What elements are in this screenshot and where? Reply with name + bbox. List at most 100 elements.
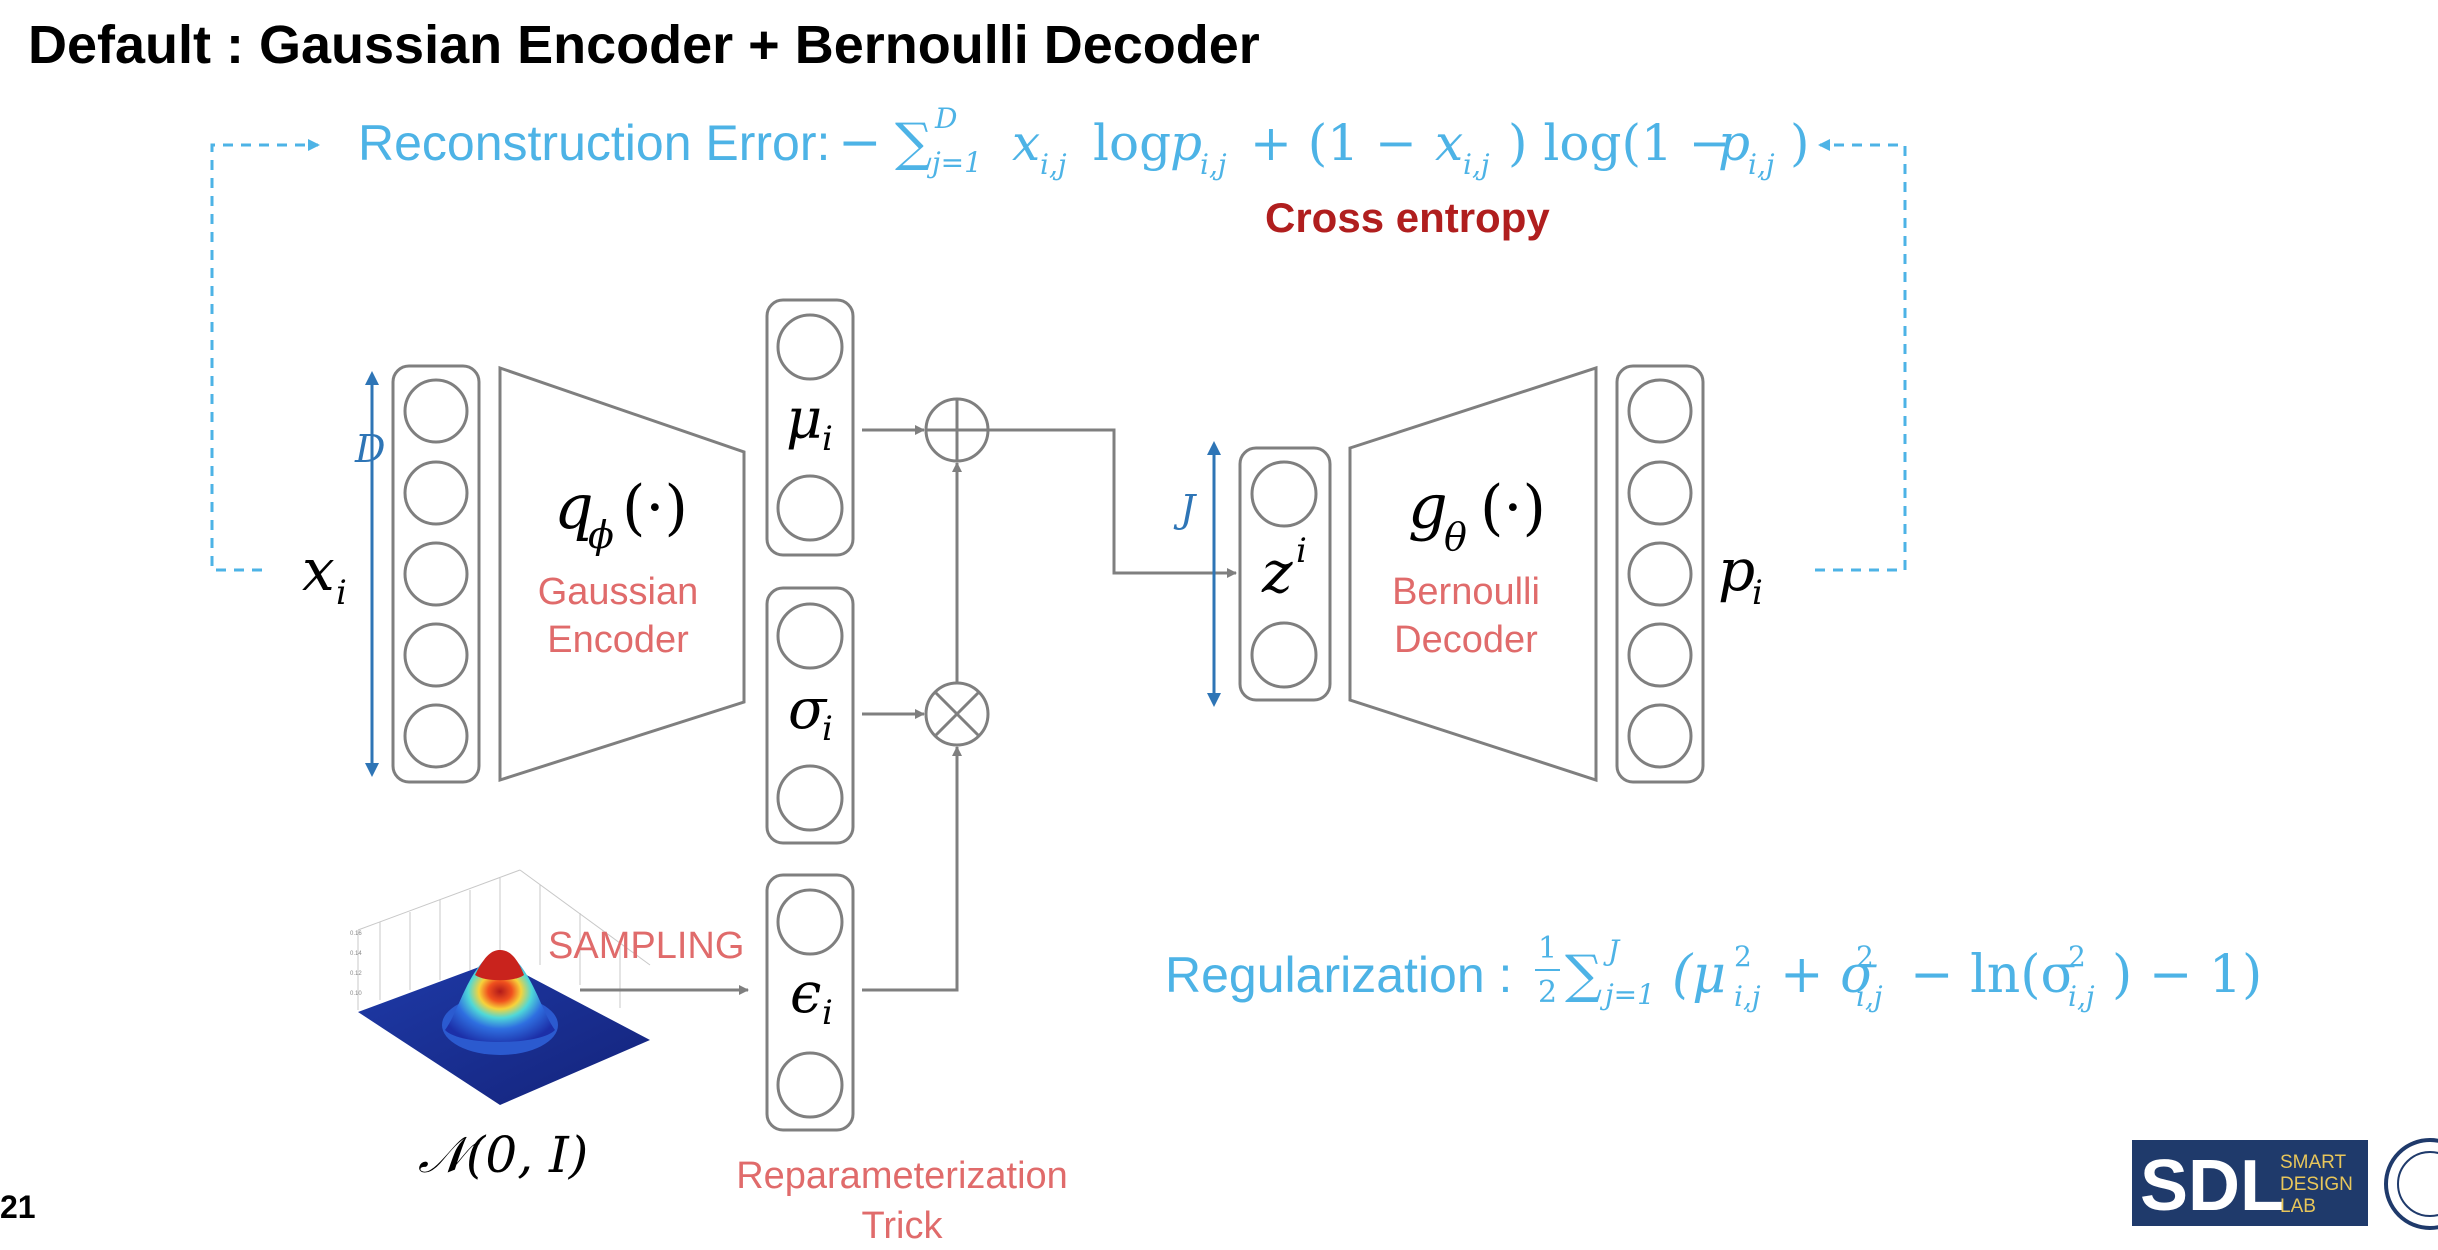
reg-term-c-sub: i,j: [2068, 980, 2095, 1013]
term-log: log: [1093, 114, 1171, 172]
encoder-trapezoid: [498, 365, 746, 783]
decoder-symbol-sub: θ: [1444, 515, 1467, 559]
sigma-symbol-sub: i: [822, 709, 833, 749]
output-node: [1627, 378, 1693, 444]
latent-column: [1238, 446, 1332, 702]
reg-term-b-sup: 2: [1856, 940, 1874, 973]
sum-symbol: ∑: [895, 113, 932, 173]
regularization-label: Regularization :: [1165, 947, 1512, 1003]
term-p2-sub: i,j: [1748, 148, 1775, 181]
reconstruction-label: Reconstruction Error:: [358, 115, 830, 171]
epsilon-symbol-sub: i: [822, 993, 833, 1033]
encoder-name-line1: Gaussian: [538, 571, 699, 613]
minus-sign: −: [838, 113, 882, 173]
term-log2: ) log(1 −: [1508, 114, 1731, 172]
sdl-logo: SDL SMART DESIGN LAB: [2132, 1138, 2438, 1230]
decoder-name-line1: Bernoulli: [1392, 571, 1540, 613]
reconstruction-error: Reconstruction Error: − ∑ D j=1 x i,j lo…: [358, 102, 1810, 181]
term-close: ): [1790, 114, 1810, 172]
reg-term-a-sup: 2: [1734, 940, 1752, 973]
output-column: [1615, 364, 1705, 784]
input-dim-label: D: [354, 427, 385, 471]
sigma-column: [765, 586, 855, 845]
reg-sum: ∑: [1565, 945, 1602, 1005]
mu-symbol-sub: i: [822, 419, 833, 459]
svg-text:0.12: 0.12: [350, 971, 362, 977]
plus-operator: [924, 397, 990, 463]
output-symbol: p: [1718, 536, 1755, 604]
reg-term-b-sub: i,j: [1856, 980, 1883, 1013]
reg-term-d: ) − 1): [2112, 945, 2262, 1005]
epsilon-symbol: ϵ: [790, 961, 821, 1026]
term-plus: + (1 −: [1250, 114, 1417, 172]
encoder-name-line2: Encoder: [547, 619, 689, 661]
input-node: [403, 378, 469, 444]
sum-upper: D: [934, 102, 957, 135]
reg-term-a-sub: i,j: [1734, 980, 1761, 1013]
latent-dim-label: J: [1173, 487, 1197, 531]
input-node: [403, 703, 469, 769]
logo-line3: LAB: [2280, 1196, 2316, 1217]
term-x2-sub: i,j: [1463, 148, 1490, 181]
svg-text:0.10: 0.10: [350, 991, 362, 997]
gaussian-surface-plot: 0.16 0.14 0.12 0.10: [350, 869, 651, 1105]
input-column: [391, 364, 481, 784]
output-node: [1627, 622, 1693, 688]
decoder-trapezoid: [1348, 365, 1598, 783]
input-node: [403, 622, 469, 688]
input-node: [403, 541, 469, 607]
epsilon-column: [765, 873, 855, 1132]
reparam-line1: Reparameterization: [736, 1155, 1068, 1197]
reg-sum-lower: j=1: [1599, 978, 1655, 1011]
university-seal: [2384, 1138, 2438, 1230]
slide-title: Default : Gaussian Encoder + Bernoulli D…: [28, 15, 1260, 75]
encoder-symbol: q: [554, 470, 594, 543]
term-p: p: [1170, 114, 1202, 172]
input-node: [403, 460, 469, 526]
term-x2: x: [1435, 114, 1463, 172]
prior-label: 𝒩(0, I): [418, 1126, 588, 1184]
mu-column: [765, 298, 855, 557]
latent-symbol: z: [1261, 538, 1293, 606]
encoder-symbol-arg: (·): [622, 473, 688, 543]
input-symbol-sub: i: [336, 573, 347, 613]
sigma-symbol: σ: [788, 677, 828, 742]
svg-text:0.16: 0.16: [350, 931, 362, 937]
sum-lower: j=1: [926, 146, 982, 179]
decoder-symbol: g: [1408, 470, 1448, 543]
logo-line2: DESIGN: [2280, 1174, 2353, 1195]
reg-term-a: (μ: [1672, 945, 1726, 1005]
frac-den: 2: [1538, 975, 1557, 1010]
cross-entropy-note: Cross entropy: [1265, 194, 1550, 241]
output-node: [1627, 541, 1693, 607]
frac-num: 1: [1538, 931, 1557, 966]
term-x: x: [1012, 114, 1040, 172]
latent-symbol-sup: i: [1296, 531, 1307, 571]
reg-sum-upper: J: [1603, 934, 1621, 967]
logo-line1: SMART: [2280, 1152, 2347, 1173]
encoder-symbol-sub: ϕ: [588, 513, 614, 557]
output-node: [1627, 703, 1693, 769]
feedback-lines: [210, 139, 1907, 572]
mu-symbol: μ: [786, 387, 822, 452]
reg-term-c-sup: 2: [2068, 940, 2086, 973]
page-number: 21: [0, 1189, 36, 1225]
reg-term-c: − ln(σ: [1910, 945, 2076, 1005]
output-symbol-sub: i: [1752, 573, 1763, 613]
sampling-label: SAMPLING: [548, 925, 744, 967]
output-node: [1627, 460, 1693, 526]
term-x-sub: i,j: [1040, 148, 1067, 181]
decoder-name-line2: Decoder: [1394, 619, 1538, 661]
reparam-line2: Trick: [862, 1205, 944, 1247]
times-operator: [924, 681, 990, 747]
regularization-formula: Regularization : 1 2 ∑ J j=1 (μ 2 i,j + …: [1165, 931, 2262, 1013]
term-p2: p: [1718, 114, 1750, 172]
decoder-symbol-arg: (·): [1480, 473, 1546, 543]
reg-term-b: + σ: [1780, 945, 1877, 1005]
logo-mark: SDL: [2140, 1146, 2284, 1226]
connection-arrows: [862, 425, 1237, 992]
term-p-sub: i,j: [1200, 148, 1227, 181]
svg-text:0.14: 0.14: [350, 951, 362, 957]
input-symbol: x: [302, 536, 335, 604]
